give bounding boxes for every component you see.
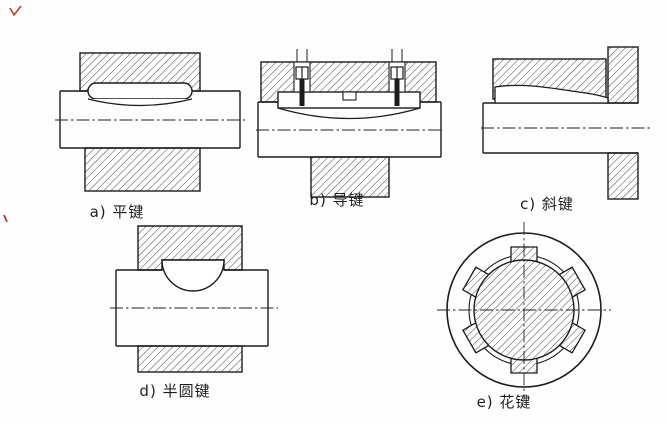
flat-key xyxy=(87,82,193,100)
screw-shank-right xyxy=(394,79,400,106)
flat-key-figure xyxy=(55,52,245,192)
guide-key-figure xyxy=(256,49,444,198)
keyway-bottom-arc xyxy=(277,107,421,120)
taper-key xyxy=(494,84,609,104)
caption-taper-key: c) 斜键 xyxy=(520,195,574,213)
screw-bore-lines-right xyxy=(391,49,403,62)
spline-figure xyxy=(437,222,611,400)
hub-lower-section xyxy=(310,156,390,198)
caption-flat-key: a) 平键 xyxy=(89,203,145,221)
screw-shank-left xyxy=(299,79,305,106)
keyway-bottom-arc xyxy=(87,98,193,107)
hub-lower-section xyxy=(137,345,243,373)
hub-lower-section xyxy=(84,147,201,192)
screw-bore-lines-left xyxy=(296,49,308,62)
key-middle-hole xyxy=(342,91,357,101)
woodruff-key-figure xyxy=(110,225,278,373)
shaft-outline xyxy=(115,269,269,347)
woodruff-key xyxy=(161,259,225,292)
wall-upper-section xyxy=(607,46,639,104)
caption-woodruff-key: d) 半圆键 xyxy=(139,382,211,400)
shaft-outline xyxy=(59,90,241,149)
scan-artifact xyxy=(3,214,8,223)
scan-artifact xyxy=(9,5,22,17)
wall-lower-section xyxy=(607,152,639,200)
taper-key-figure xyxy=(481,46,651,200)
caption-spline: e) 花键 xyxy=(476,393,532,411)
caption-guide-key: b) 导键 xyxy=(309,191,365,209)
